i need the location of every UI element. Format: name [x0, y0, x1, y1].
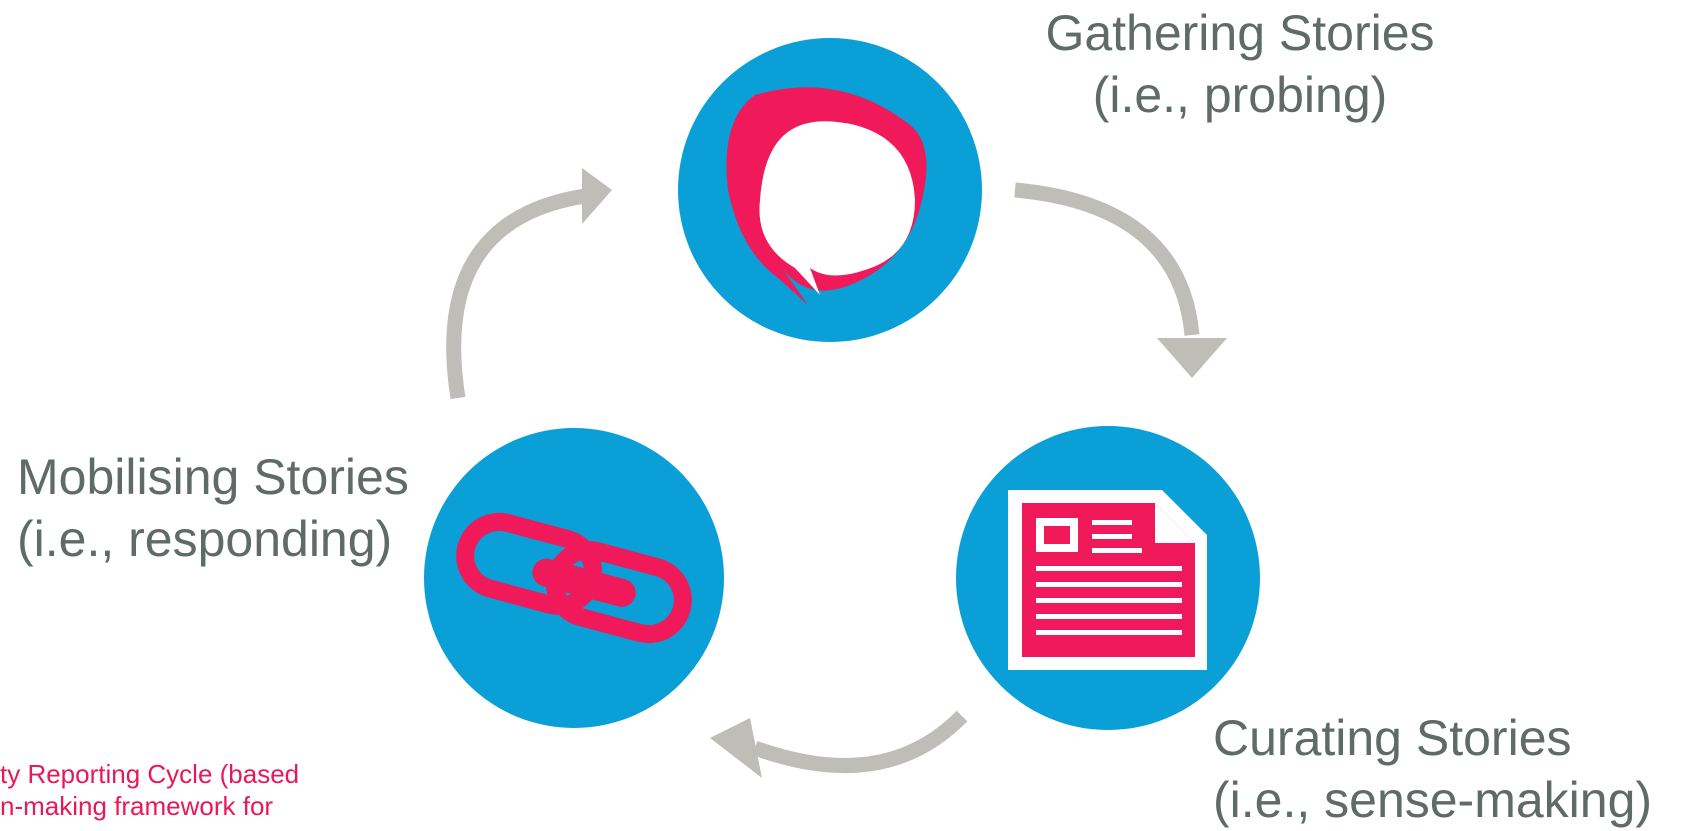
- cycle-arrow-right: [1014, 182, 1227, 378]
- speech-bubble-icon: [726, 87, 927, 305]
- mobilising-title: Mobilising Stories: [17, 449, 409, 505]
- cycle-arrow-bottom: [710, 710, 968, 778]
- gathering-stage-label: Gathering Stories (i.e., probing): [1030, 2, 1450, 126]
- chain-link-icon: [456, 512, 692, 644]
- gathering-title: Gathering Stories: [1045, 5, 1435, 61]
- cycle-arrow-top-left: [446, 168, 612, 400]
- curating-node: [956, 426, 1260, 730]
- mobilising-subtitle: (i.e., responding): [17, 511, 393, 567]
- gathering-subtitle: (i.e., probing): [1092, 67, 1388, 123]
- curating-stage-label: Curating Stories (i.e., sense-making): [1213, 707, 1652, 831]
- document-icon: [1008, 490, 1207, 670]
- curating-title: Curating Stories: [1213, 710, 1572, 766]
- caption-line-2: n-making framework for: [0, 791, 274, 821]
- figure-caption: ty Reporting Cycle (based n-making frame…: [0, 758, 299, 822]
- mobilising-node: [424, 428, 724, 728]
- caption-line-1: ty Reporting Cycle (based: [0, 759, 300, 789]
- gathering-node: [678, 38, 982, 342]
- curating-subtitle: (i.e., sense-making): [1213, 772, 1653, 828]
- mobilising-stage-label: Mobilising Stories (i.e., responding): [17, 446, 409, 570]
